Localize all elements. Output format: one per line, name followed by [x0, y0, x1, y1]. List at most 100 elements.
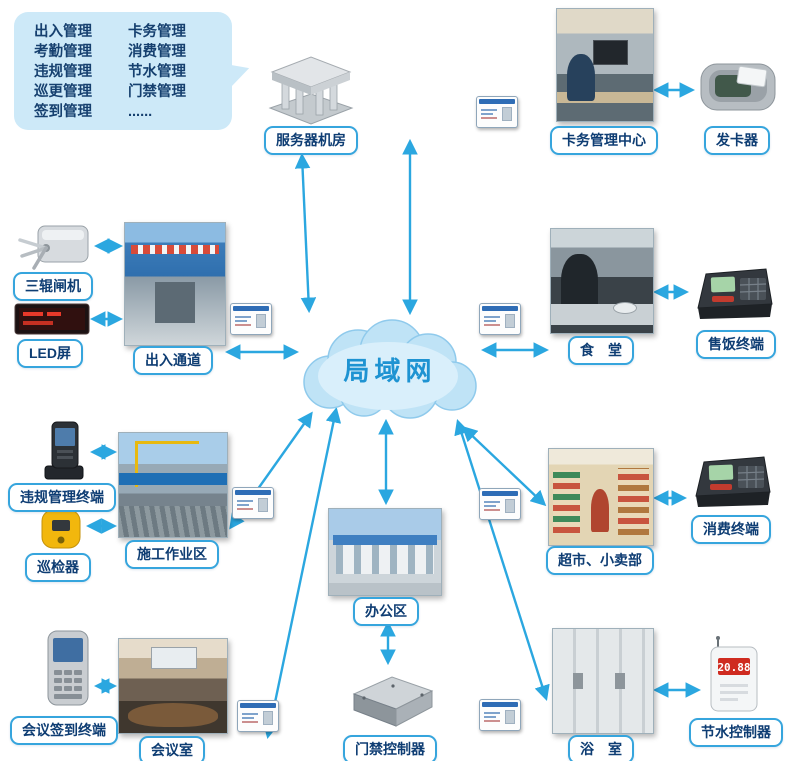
photo-supermarket	[548, 448, 654, 546]
card-header-shape	[235, 490, 271, 495]
card-photo-shape	[505, 710, 515, 724]
callout-item: 签到管理	[34, 104, 92, 120]
violation-terminal-node	[38, 420, 90, 482]
plate-shape	[612, 302, 637, 315]
photo-bathroom	[552, 628, 654, 734]
id-card-icon	[230, 303, 272, 335]
callout-item: 消费管理	[128, 44, 186, 60]
photo-work-area	[118, 432, 228, 538]
card-header-shape	[482, 702, 518, 707]
id-card-icon	[476, 96, 518, 128]
person-shape	[566, 53, 596, 101]
card-photo-shape	[502, 107, 512, 121]
card-line-shape	[484, 712, 500, 714]
callout-item: 巡更管理	[34, 84, 92, 100]
card-line-shape	[484, 320, 496, 322]
violation-terminal-icon	[44, 421, 84, 480]
label-bathroom: 浴 室	[568, 735, 634, 761]
id-card-icon	[479, 699, 521, 731]
card-line-shape	[481, 113, 493, 115]
id-card-icon	[237, 700, 279, 732]
card-line-shape	[484, 505, 496, 507]
label-meal-terminal: 售饭终端	[696, 330, 776, 359]
card-issuer-icon	[700, 63, 776, 111]
projection-screen-shape	[151, 646, 197, 670]
crane-mast-shape	[135, 441, 138, 487]
label-water-controller: 节水控制器	[689, 718, 783, 747]
led-screen-node	[14, 303, 90, 335]
card-line-shape	[235, 320, 247, 322]
consumption-terminal-icon	[695, 456, 771, 507]
turnstile-node	[16, 222, 94, 270]
label-server-room: 服务器机房	[264, 126, 358, 155]
id-card-icon	[232, 487, 274, 519]
led-screen-icon	[14, 303, 90, 335]
card-header-shape	[240, 703, 276, 708]
meeting-terminal-node	[40, 628, 96, 708]
door-handle-shape	[573, 672, 583, 689]
consumption-terminal-node	[688, 450, 776, 510]
callout-item: 违规管理	[34, 64, 92, 80]
label-card-center: 卡务管理中心	[550, 126, 658, 155]
label-office-area: 办公区	[353, 597, 419, 626]
label-meeting-terminal: 会议签到终端	[10, 716, 118, 745]
card-issuer-node	[696, 52, 780, 118]
shelf-shape	[553, 470, 581, 534]
roof-shape	[333, 534, 437, 546]
card-line-shape	[484, 324, 500, 326]
card-photo-shape	[263, 711, 273, 725]
photo-canteen	[550, 228, 654, 334]
label-consumption-terminal: 消费终端	[691, 515, 771, 544]
water-controller-icon: 20.88	[710, 636, 758, 712]
callout-item: ......	[128, 104, 153, 120]
door-handle-shape	[615, 672, 625, 689]
card-line-shape	[242, 713, 258, 715]
label-entrance: 出入通道	[133, 346, 213, 375]
counter-shape	[551, 303, 653, 325]
card-line-shape	[484, 501, 500, 503]
photo-entrance	[124, 222, 226, 346]
card-line-shape	[235, 324, 251, 326]
id-card-icon	[479, 488, 521, 520]
server-building-icon	[268, 56, 354, 125]
card-header-shape	[482, 306, 518, 311]
callout-item: 卡务管理	[128, 24, 186, 40]
crane-arm-shape	[135, 441, 199, 444]
label-canteen: 食 堂	[568, 336, 634, 365]
card-header-shape	[482, 491, 518, 496]
card-line-shape	[484, 716, 496, 718]
photo-meeting-room	[118, 638, 228, 734]
wire-cloud-bathroom	[454, 419, 550, 701]
banner-shape	[131, 244, 219, 254]
callout-item: 考勤管理	[34, 44, 92, 60]
card-photo-shape	[258, 498, 268, 512]
label-led-screen: LED屏	[17, 339, 83, 368]
feature-callout: 出入管理 卡务管理 考勤管理 消费管理 违规管理 节水管理 巡更管理 门禁管理 …	[14, 12, 232, 130]
photo-card-center	[556, 8, 654, 122]
pipes-shape	[119, 505, 227, 537]
cloud-icon	[303, 319, 477, 419]
id-card-icon	[479, 303, 521, 335]
card-line-shape	[237, 508, 253, 510]
desk-shape	[557, 91, 653, 104]
meal-terminal-node	[690, 262, 778, 322]
water-display-value: 20.88	[717, 661, 750, 674]
label-turnstile: 三辊闸机	[13, 272, 93, 301]
card-line-shape	[237, 500, 253, 502]
door-controller-icon	[352, 676, 434, 727]
card-header-shape	[233, 306, 269, 311]
card-line-shape	[481, 109, 497, 111]
card-photo-shape	[505, 314, 515, 328]
label-door-controller: 门禁控制器	[343, 735, 437, 761]
callout-item: 出入管理	[34, 24, 92, 40]
card-line-shape	[484, 316, 500, 318]
callout-item: 门禁管理	[128, 84, 186, 100]
card-line-shape	[242, 717, 254, 719]
card-line-shape	[484, 720, 500, 722]
person-shape	[561, 253, 598, 313]
label-patrol-device: 巡检器	[25, 553, 91, 582]
conference-table-shape	[127, 702, 219, 728]
card-line-shape	[481, 117, 497, 119]
